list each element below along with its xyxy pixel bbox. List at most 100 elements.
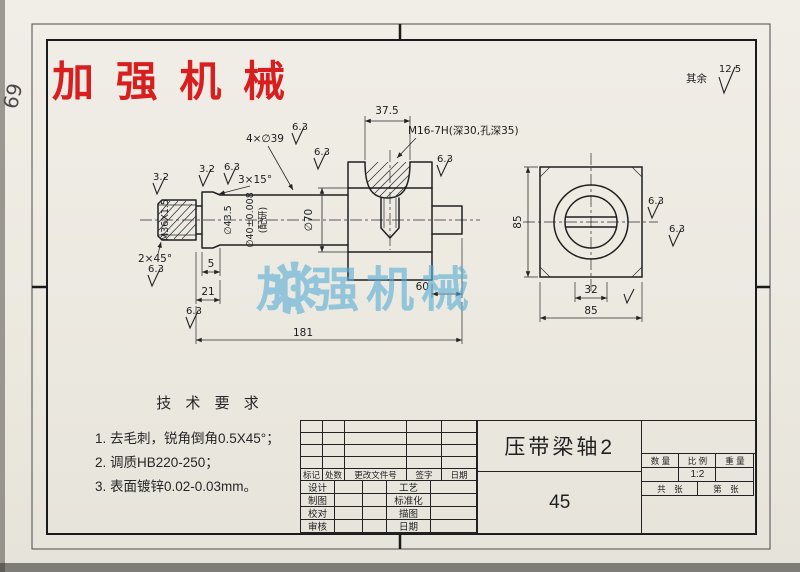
revision-cell xyxy=(301,421,323,433)
surface-finish-marks: 3.2 3.2 6.3 6.3 6.3 6.3 6.3 6.3 6.3 6.3 … xyxy=(147,64,741,330)
dim-end-chamfer: 2×45° xyxy=(138,253,172,265)
revision-header-docno: 更改文件号 xyxy=(345,469,407,481)
scan-edge xyxy=(0,563,800,572)
signature-cell xyxy=(431,507,477,520)
dim-dia-collar: ∅43.5 xyxy=(223,205,234,234)
signature-cell xyxy=(431,481,477,494)
signature-cell xyxy=(431,520,477,533)
dim-notch-width: 37.5 xyxy=(375,105,398,117)
dim-slot-width: 32 xyxy=(584,284,597,296)
scan-edge xyxy=(0,0,5,572)
finish-mark-3-2: 3.2 xyxy=(152,172,169,196)
finish-mark-6-3: 6.3 xyxy=(147,264,164,288)
info-header-row: 数 量 比 例 重 量 xyxy=(642,454,755,468)
role-design: 设计 xyxy=(301,481,335,494)
revision-cell xyxy=(345,421,407,433)
signature-cell xyxy=(335,520,363,533)
finish-mark-general: 12.5 xyxy=(718,64,741,95)
finish-mark-6-3: 6.3 xyxy=(185,306,202,330)
signature-cell xyxy=(335,507,363,520)
block-outline xyxy=(347,161,433,281)
svg-text:6.3: 6.3 xyxy=(292,122,308,133)
finish-mark-6-3: 6.3 xyxy=(313,147,330,171)
company-logo-text: 加 强 机 械 xyxy=(52,58,291,105)
revision-cell xyxy=(301,445,323,457)
revision-cell xyxy=(407,433,442,445)
signature-table: 设计工艺 制图标准化 校对描图 审核日期 xyxy=(301,481,477,533)
revision-header-count: 处数 xyxy=(323,469,345,481)
revision-cell xyxy=(345,433,407,445)
role-draft: 制图 xyxy=(301,494,335,507)
title-block: 标记 处数 更改文件号 签字 日期 设计工艺 制图标准化 校对描图 审核日期 压… xyxy=(300,420,756,534)
info-value-row: 1:2 xyxy=(642,468,755,482)
finish-mark xyxy=(623,288,635,305)
revision-header-mark: 标记 xyxy=(301,469,323,481)
dimensions: 37.5 M16-7H(深30,孔深35) 4×∅39 3×15° M36X1.… xyxy=(138,105,643,344)
svg-text:3.2: 3.2 xyxy=(199,164,215,175)
svg-text:6.3: 6.3 xyxy=(669,224,685,235)
technical-requirements: 技 术 要 求 1. 去毛刺，锐角倒角0.5X45°； 2. 调质HB220-2… xyxy=(95,392,325,499)
main-view xyxy=(140,150,480,281)
svg-text:6.3: 6.3 xyxy=(224,162,240,173)
dim-fit-note: (配研) xyxy=(258,207,269,233)
role-approve: 审核 xyxy=(301,520,335,533)
revision-cell xyxy=(442,433,477,445)
revision-header-sign: 签字 xyxy=(407,469,442,481)
title-block-name-area: 压带梁轴2 45 xyxy=(478,421,643,533)
tech-req-item: 2. 调质HB220-250； xyxy=(95,455,219,471)
scale-label: 比 例 xyxy=(679,454,717,468)
revision-cell xyxy=(442,457,477,469)
finish-mark-6-3: 6.3 xyxy=(668,224,685,248)
finish-mark-6-3: 6.3 xyxy=(647,196,664,220)
revision-cell xyxy=(407,445,442,457)
finish-mark-6-3: 6.3 xyxy=(291,122,308,146)
tech-req-title: 技 术 要 求 xyxy=(156,395,264,412)
stub-outline xyxy=(431,205,463,235)
title-block-revision-area: 标记 处数 更改文件号 签字 日期 设计工艺 制图标准化 校对描图 审核日期 xyxy=(301,421,478,533)
tapped-hole-minor xyxy=(383,198,397,228)
svg-text:6.3: 6.3 xyxy=(648,196,664,207)
thread-hatch xyxy=(157,200,197,240)
finish-mark-3-2: 3.2 xyxy=(198,164,215,188)
side-view-centerlines xyxy=(523,153,658,292)
signature-cell xyxy=(363,494,387,507)
centering-marks xyxy=(32,24,770,549)
part-name: 压带梁轴2 xyxy=(478,421,642,472)
side-view xyxy=(523,153,658,292)
sheet-row: 共 张 第 张 xyxy=(642,482,755,496)
signature-cell xyxy=(335,481,363,494)
info-empty-cell xyxy=(642,496,755,533)
tech-req-item: 1. 去毛刺，锐角倒角0.5X45°； xyxy=(95,431,280,446)
dim-len-21: 21 xyxy=(201,286,214,298)
svg-text:3.2: 3.2 xyxy=(153,172,169,183)
signature-cell xyxy=(335,494,363,507)
svg-text:6.3: 6.3 xyxy=(186,306,202,317)
title-block-info-area: 数 量 比 例 重 量 1:2 共 张 第 张 xyxy=(642,421,755,533)
qty-value xyxy=(642,468,680,482)
role-standardize: 标准化 xyxy=(387,494,431,507)
dim-holes: 4×∅39 xyxy=(246,133,284,145)
signature-cell xyxy=(363,507,387,520)
role-date: 日期 xyxy=(387,520,431,533)
revision-cell xyxy=(323,445,345,457)
weight-value xyxy=(716,468,755,482)
dim-len-total: 181 xyxy=(293,327,313,339)
role-check: 校对 xyxy=(301,507,335,520)
dim-dia-bore: ∅70 xyxy=(303,209,315,232)
info-empty-cell xyxy=(642,421,755,454)
signature-cell xyxy=(363,520,387,533)
dim-tapped-hole: M16-7H(深30,孔深35) xyxy=(408,124,519,137)
corner-chamfer-ticks xyxy=(539,166,643,278)
scale-value: 1:2 xyxy=(679,468,717,482)
revision-table: 标记 处数 更改文件号 签字 日期 xyxy=(301,421,477,481)
sheets-total-label: 共 张 xyxy=(642,482,699,496)
signature-cell xyxy=(363,481,387,494)
thread-minor-lines xyxy=(158,204,196,236)
dim-len-60: 60 xyxy=(416,281,429,293)
dim-thread: M36X1.5 xyxy=(160,199,171,241)
finish-mark-6-3: 6.3 xyxy=(223,162,240,186)
svg-text:12.5: 12.5 xyxy=(719,64,741,75)
dim-square-side-v: 85 xyxy=(512,215,524,228)
